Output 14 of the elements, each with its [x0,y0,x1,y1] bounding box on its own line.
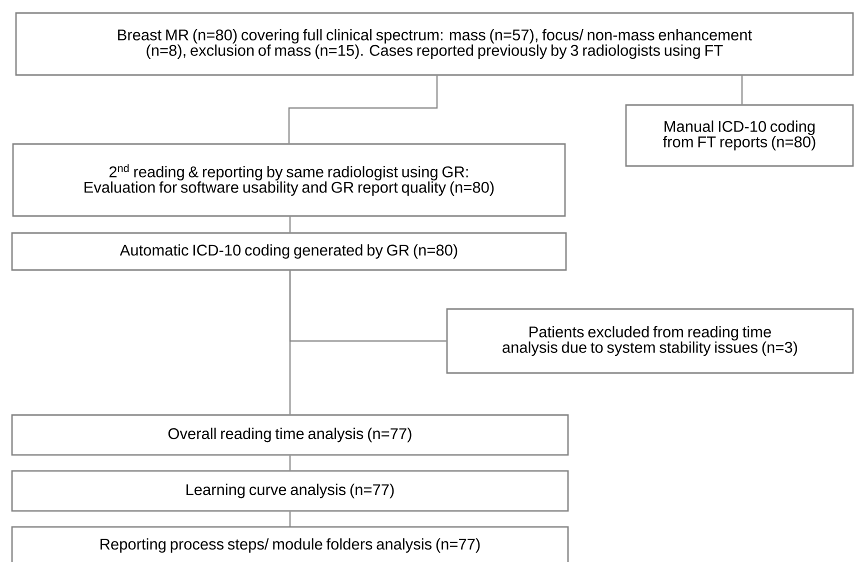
connector-line [741,76,743,104]
connector-line [289,270,291,414]
process-box: 2$^{nd}$ reading & reporting by same radiologist using GR: Evaluation for software usability and GR report quality (n=80) [12,143,566,217]
process-box: Breast MR (n=80) covering full clinical spectrum: mass (n=57), focus/ non-mass enhancement (n=8), exclusion of mass (n=15). Cases reported previously by 3 radiologists using FT [15,12,854,76]
process-box: Learning curve analysis (n=77) [11,470,569,512]
connector-line [289,512,291,527]
connector-line [289,456,291,470]
process-box: Reporting process steps/ module folders analysis (n=77) [11,526,569,562]
connector-line [289,216,291,232]
connector-line [288,76,438,144]
process-box: Manual ICD-10 coding from FT reports (n=80) [625,104,854,167]
process-box: Overall reading time analysis (n=77) [11,414,569,456]
process-box: Patients excluded from reading time analysis due to system stability issues (n=3) [446,308,854,374]
process-box: Automatic ICD-10 coding generated by GR (n=80) [11,232,567,271]
